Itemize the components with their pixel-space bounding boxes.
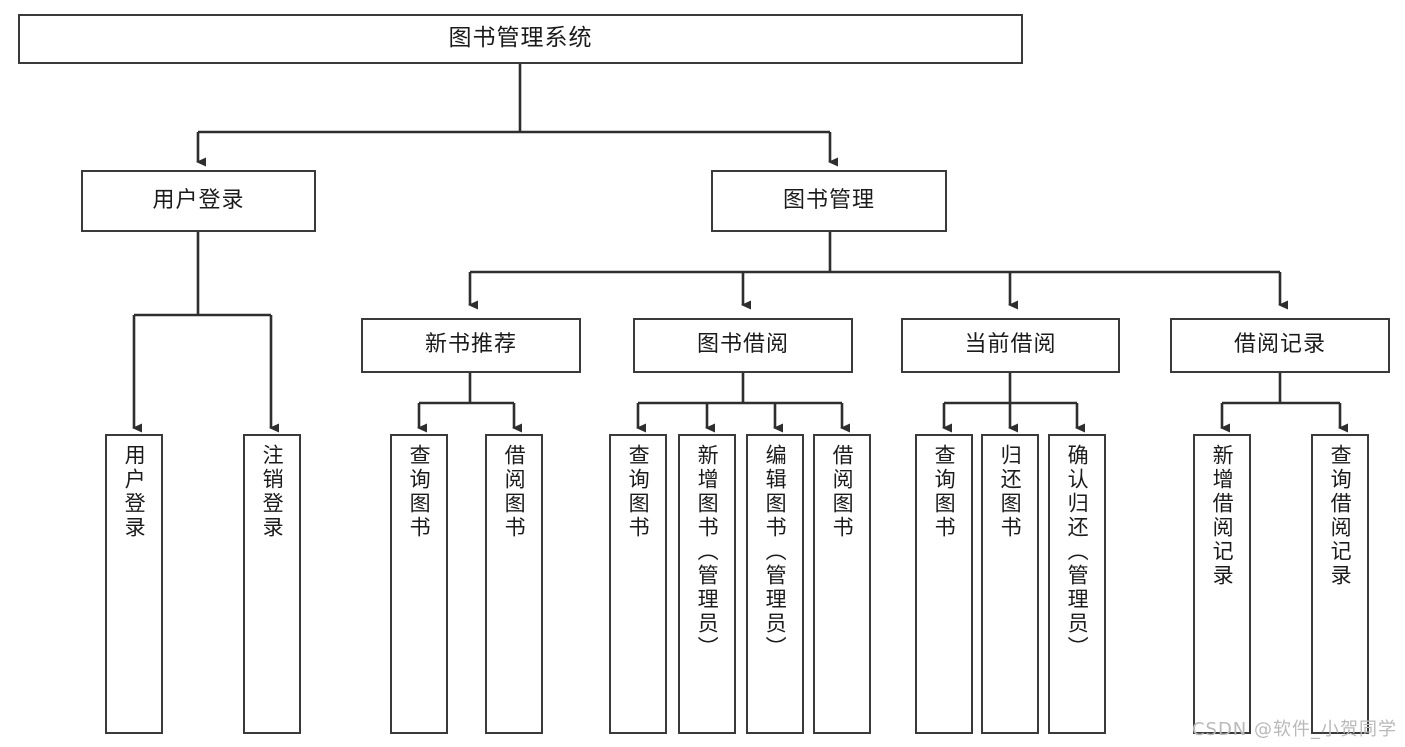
- node-label: 图书管理: [782, 187, 875, 213]
- csdn-watermark: CSDN @软件_小贺同学: [1191, 719, 1397, 740]
- leaf-label: 查询图书: [932, 444, 957, 540]
- node-current-borrow[interactable]: 当前借阅: [901, 318, 1120, 373]
- node-borrow-record[interactable]: 借阅记录: [1170, 318, 1390, 373]
- node-label: 新书推荐: [424, 332, 517, 358]
- leaf-borrow-record-add-record[interactable]: 新增借阅记录: [1193, 434, 1251, 734]
- leaf-book-borrow-add-book-admin[interactable]: 新增图书（管理员）: [678, 434, 736, 734]
- leaf-label: 借阅图书: [830, 444, 855, 540]
- leaf-label: 用户登录: [122, 444, 147, 540]
- leaf-label: 新增借阅记录: [1210, 444, 1235, 588]
- leaf-book-borrow-query-book[interactable]: 查询图书: [609, 434, 667, 734]
- leaf-current-borrow-return-book[interactable]: 归还图书: [981, 434, 1039, 734]
- leaf-user-login-login[interactable]: 用户登录: [105, 434, 163, 734]
- node-label: 图书借阅: [696, 332, 789, 358]
- leaf-label: 注销登录: [260, 444, 285, 540]
- leaf-label: 确认归还（管理员）: [1065, 444, 1090, 660]
- leaf-label: 查询图书: [407, 444, 432, 540]
- node-book-management[interactable]: 图书管理: [711, 170, 947, 232]
- leaf-book-borrow-edit-book-admin[interactable]: 编辑图书（管理员）: [746, 434, 804, 734]
- node-label: 借阅记录: [1233, 332, 1326, 358]
- leaf-label: 新增图书（管理员）: [695, 444, 720, 660]
- leaf-current-borrow-confirm-return-admin[interactable]: 确认归还（管理员）: [1048, 434, 1106, 734]
- node-root-book-management-system[interactable]: 图书管理系统: [18, 14, 1023, 64]
- node-user-login[interactable]: 用户登录: [81, 170, 316, 232]
- node-label: 当前借阅: [964, 332, 1057, 358]
- leaf-label: 借阅图书: [502, 444, 527, 540]
- node-book-borrow[interactable]: 图书借阅: [633, 318, 853, 373]
- leaf-label: 查询图书: [626, 444, 651, 540]
- leaf-label: 查询借阅记录: [1328, 444, 1353, 588]
- node-label: 图书管理系统: [448, 25, 593, 52]
- leaf-new-book-query-book[interactable]: 查询图书: [390, 434, 448, 734]
- leaf-current-borrow-query-book[interactable]: 查询图书: [915, 434, 973, 734]
- leaf-new-book-borrow-book[interactable]: 借阅图书: [485, 434, 543, 734]
- leaf-label: 编辑图书（管理员）: [763, 444, 788, 660]
- node-new-book-recommend[interactable]: 新书推荐: [361, 318, 581, 373]
- leaf-borrow-record-query-record[interactable]: 查询借阅记录: [1311, 434, 1369, 734]
- leaf-book-borrow-borrow-book[interactable]: 借阅图书: [813, 434, 871, 734]
- node-label: 用户登录: [152, 187, 245, 213]
- leaf-user-login-logout[interactable]: 注销登录: [243, 434, 301, 734]
- leaf-label: 归还图书: [998, 444, 1023, 540]
